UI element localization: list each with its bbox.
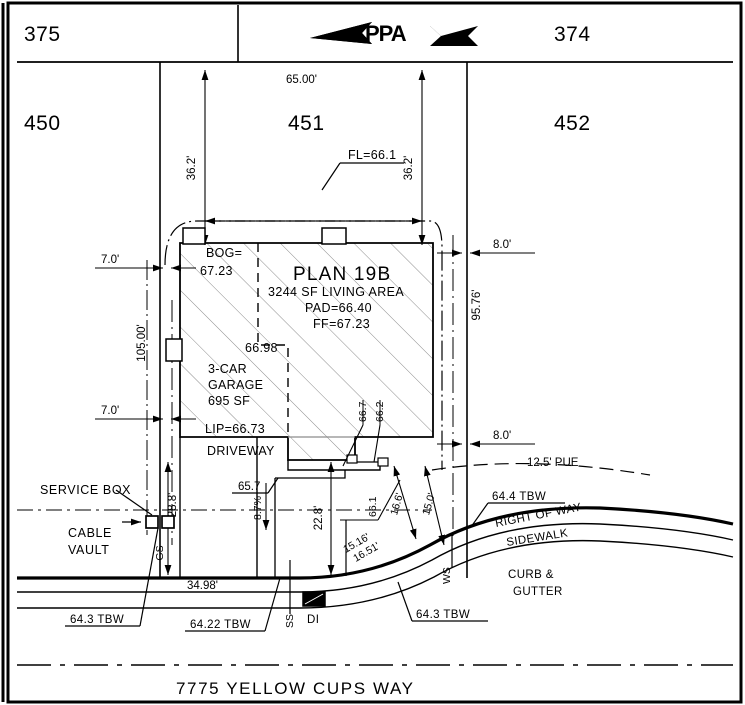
ss-label: SS	[284, 614, 296, 628]
street-address-label: 7775 YELLOW CUPS WAY	[176, 679, 415, 698]
cable-label-line1: CABLE	[68, 526, 112, 540]
pue-label: 12.5' PUE	[527, 457, 579, 469]
right-dimension-group	[470, 249, 535, 448]
dim-top-width: 65.00'	[286, 74, 317, 86]
living-area: 3244 SF LIVING AREA	[268, 285, 404, 299]
dim-right-setback-bottom: 8.0'	[493, 430, 511, 442]
elev-66-7-label: 66.7	[357, 401, 369, 422]
gs-label: GS	[154, 545, 166, 560]
dim-street-frontage: 34.98'	[187, 580, 218, 592]
dim-left-depth: 105.00'	[136, 324, 148, 361]
garage-line2: GARAGE	[208, 378, 263, 392]
dim-right-depth: 95.76'	[471, 290, 483, 321]
utility-boxes	[115, 489, 175, 529]
dim-right-setback-top: 8.0'	[493, 239, 511, 251]
di-label: DI	[307, 614, 319, 626]
lot-number-374: 374	[554, 23, 591, 46]
ff-elevation: FF=67.23	[313, 317, 370, 331]
dim-front-right: 36.2'	[403, 156, 415, 181]
curb-label-line1: CURB &	[508, 569, 554, 581]
ws-label: WS	[441, 567, 453, 584]
lot-number-451: 451	[288, 112, 325, 135]
lot-number-375: 375	[24, 23, 61, 46]
setback-envelope	[164, 217, 443, 470]
slope-label: 8.7%	[252, 496, 264, 520]
curb-label-line2: GUTTER	[513, 586, 563, 598]
lot-grid	[17, 5, 733, 63]
dim-front-left: 36.2'	[186, 156, 198, 181]
pad-elevation: PAD=66.40	[305, 301, 372, 315]
driveway-label: DRIVEWAY	[207, 444, 275, 458]
fl-elevation-leader	[321, 162, 404, 191]
diagonal-dims	[393, 465, 445, 546]
north-arrow-label: PPA	[365, 21, 407, 46]
pue-line	[431, 463, 651, 476]
dim-drive-width: 28.8'	[167, 493, 179, 518]
north-arrow-icon	[310, 22, 478, 46]
elev-66-1-label: 66.1	[367, 496, 379, 517]
tbw-leaders	[65, 502, 565, 632]
building-footprint	[165, 227, 434, 461]
dim-diag-2: 15.0'	[420, 492, 438, 517]
dim-drive-length: 22.8'	[313, 506, 325, 531]
fl-elevation-label: FL=66.1	[348, 148, 396, 162]
bog-label-line1: BOG=	[206, 246, 242, 260]
garage-line1: 3-CAR	[208, 362, 247, 376]
corner-elevation: 66.98	[245, 341, 278, 355]
elev-66-2-label: 66.2	[374, 401, 386, 422]
dim-left-setback-top: 7.0'	[101, 254, 119, 266]
bog-label-line2: 67.23	[200, 264, 233, 278]
building-setback-ticks	[171, 249, 462, 448]
lot-number-452: 452	[554, 112, 591, 135]
driveway-dims	[164, 462, 335, 575]
garage-line3: 695 SF	[208, 394, 250, 408]
elev-65-7-label: 65.7	[238, 481, 260, 493]
sidewalk-label: SIDEWALK	[506, 527, 569, 549]
drain-inlet-icon	[302, 591, 326, 607]
tbw-right-up-label: 64.4 TBW	[492, 491, 546, 503]
plan-name: PLAN 19B	[293, 264, 391, 285]
service-box-label: SERVICE BOX	[40, 483, 131, 497]
tbw-right-low-label: 64.3 TBW	[416, 609, 470, 621]
tbw-left-label: 64.3 TBW	[70, 614, 124, 626]
dim-left-setback-bottom: 7.0'	[101, 405, 119, 417]
dim-front-setback-group	[201, 70, 426, 245]
lot-number-450: 450	[24, 112, 61, 135]
left-dimension-group	[95, 260, 163, 535]
elev-65-7-leader	[232, 477, 279, 494]
lip-elevation: LIP=66.73	[205, 422, 265, 436]
tbw-mid-label: 64.22 TBW	[190, 619, 251, 631]
street-curves	[17, 506, 734, 609]
cable-label-line2: VAULT	[68, 543, 109, 557]
property-lines	[159, 62, 468, 578]
